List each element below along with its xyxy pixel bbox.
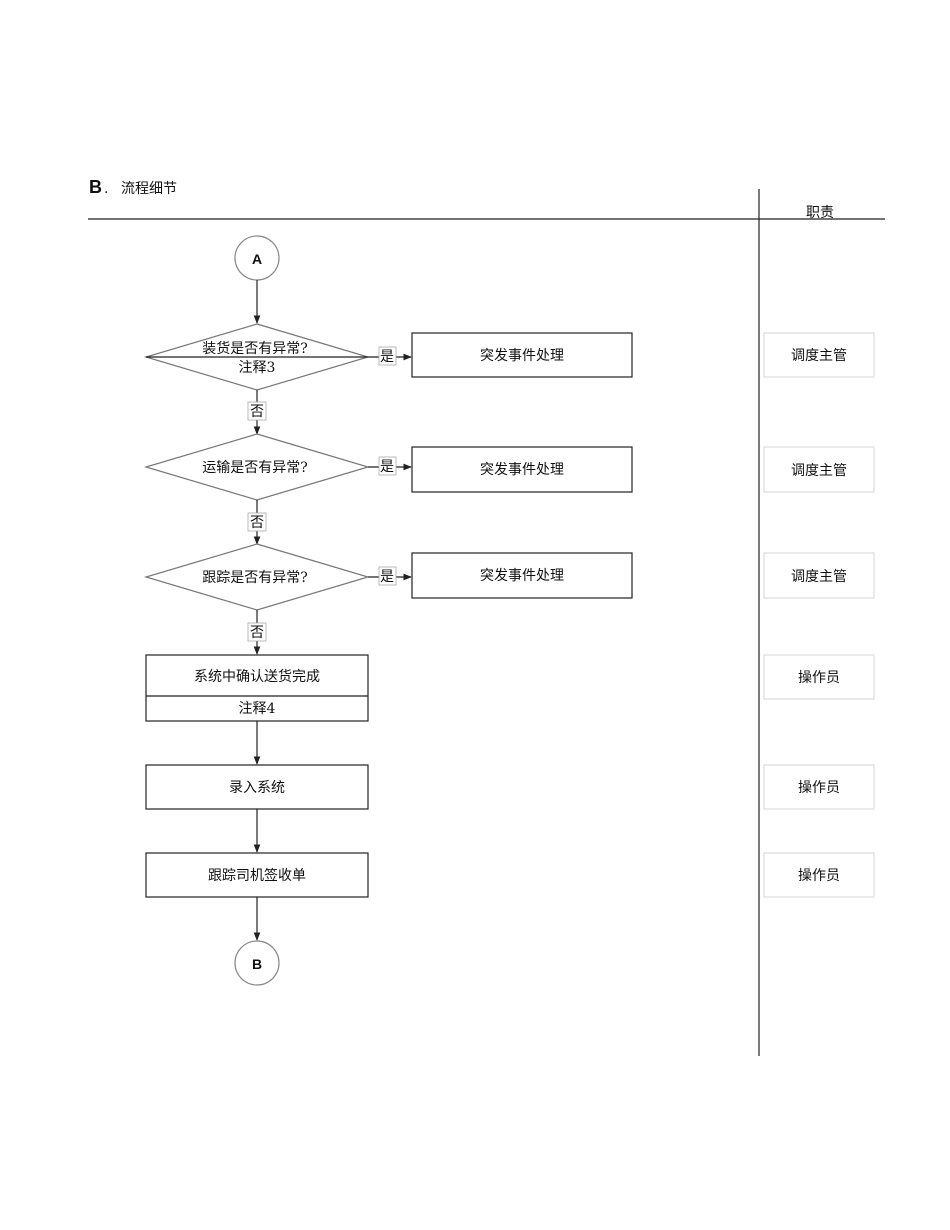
role-box-2 xyxy=(763,446,875,493)
section-dot: . xyxy=(104,181,108,197)
action-2-label: 突发事件处理 xyxy=(480,462,564,478)
action-incident-handling-3 xyxy=(411,552,633,599)
decision-1-no-label: 否 xyxy=(250,404,264,420)
role-box-3 xyxy=(763,552,875,599)
step-2-label: 录入系统 xyxy=(229,780,285,796)
step-track-receipt xyxy=(145,852,369,898)
decision-2-no-box xyxy=(247,512,267,532)
role-1-label: 调度主管 xyxy=(791,348,847,364)
connector-start-label: A xyxy=(252,251,262,267)
role-3-label: 调度主管 xyxy=(791,569,847,585)
decision-3-yes-label: 是 xyxy=(380,569,394,585)
connector-end xyxy=(234,940,280,986)
role-2-label: 调度主管 xyxy=(791,463,847,479)
role-box-6 xyxy=(763,852,875,898)
decision-3-no-box xyxy=(247,622,267,642)
role-5-label: 操作员 xyxy=(798,780,840,796)
step-enter-system xyxy=(145,764,369,810)
role-6-label: 操作员 xyxy=(798,868,840,884)
step-3-label: 跟踪司机签收单 xyxy=(208,867,306,884)
role-box-5 xyxy=(763,764,875,810)
role-4-label: 操作员 xyxy=(798,670,840,686)
decision-1-no-box xyxy=(247,401,267,421)
action-incident-handling-2 xyxy=(411,446,633,493)
step-1-note: 注释4 xyxy=(239,701,276,717)
decision-1-note: 注释3 xyxy=(239,360,276,376)
action-3-label: 突发事件处理 xyxy=(480,568,564,584)
decision-1-question: 装货是否有异常? xyxy=(202,340,308,357)
action-incident-handling-1 xyxy=(411,332,633,378)
role-box-4 xyxy=(763,654,875,700)
step-1-label: 系统中确认送货完成 xyxy=(194,668,320,685)
step-confirm-delivery xyxy=(145,654,369,722)
decision-2-no-label: 否 xyxy=(250,515,264,531)
action-1-label: 突发事件处理 xyxy=(480,348,564,364)
responsibility-header: 职责 xyxy=(806,205,834,221)
decision-3-no-label: 否 xyxy=(250,625,264,641)
section-title: 流程细节 xyxy=(121,181,177,197)
decision-2-question: 运输是否有异常? xyxy=(202,460,308,476)
decision-1-yes-box xyxy=(378,346,397,366)
connector-end-label: B xyxy=(252,956,262,972)
decision-2-yes-box xyxy=(378,456,397,476)
decision-1-yes-label: 是 xyxy=(380,349,394,365)
role-box-1 xyxy=(763,332,875,378)
decision-2-yes-label: 是 xyxy=(380,459,394,475)
decision-3-question: 跟踪是否有异常? xyxy=(202,570,308,586)
decision-3-yes-box xyxy=(378,566,397,586)
section-letter: B xyxy=(89,177,102,197)
